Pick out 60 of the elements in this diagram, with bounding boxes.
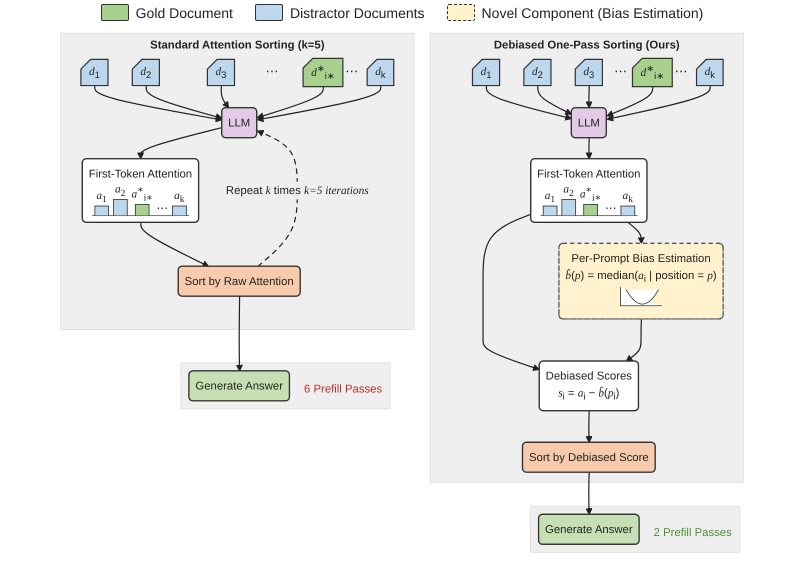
process-box [538,360,640,412]
dashed-arrow [256,130,298,268]
arrow [606,87,654,117]
document-card: d$_{1}$ [472,58,500,86]
arrow [137,127,222,160]
arrow [146,86,222,120]
process-box [530,158,648,223]
arrow [585,411,593,443]
document-card: d$_{k}$ [696,58,724,86]
box-title: First-Token Attention [88,166,192,180]
document-card: d$_{3}$ [574,58,603,86]
document-card: d$_{2}$ [523,58,552,86]
document-card: d$_{1}$ [80,58,109,86]
arrow [486,86,572,121]
ellipsis: ⋯ [674,66,688,79]
arrow [585,86,593,108]
bar-label: a$_{k}$ [174,190,185,206]
bar-label: a$_{k}$ [622,190,633,206]
process-box: Generate Answer [538,514,640,545]
ellipsis: ⋯ [156,202,168,216]
document-card: d$_{k}$ [366,58,394,86]
edge-label: Repeat k times k=5 iterations [226,182,369,200]
process-box: Generate Answer [188,370,290,402]
arrow [140,222,210,267]
formula: b̂(p) = median(a$_{i}$ | position = p) [565,268,717,282]
bar-label: a$_{1}$ [96,190,107,206]
arrow [256,86,382,122]
arrow [628,222,645,244]
ellipsis: ⋯ [345,66,358,79]
bar-label: a$_{1}$ [544,190,556,206]
legend-label: Novel Component (Bias Estimation) [482,4,704,20]
arrow [626,319,642,362]
arrow [256,87,324,120]
process-box: LLM [570,107,607,138]
bar-label: a$_{2}$ [563,184,574,199]
box-title: First-Token Attention [537,166,640,180]
legend-label: Gold Document [136,4,233,20]
bar-label: a$_{2}$ [114,184,126,199]
arrow [585,472,593,515]
arrow [94,86,222,122]
arrow [482,214,540,371]
process-box: LLM [221,107,258,138]
document-card: d$_{2}$ [132,58,160,86]
box-title: Debiased Scores [546,369,632,382]
arrow [585,138,593,160]
box-title: Per-Prompt Bias Estimation [571,252,711,264]
ellipsis: ⋯ [265,66,278,79]
arrow [236,296,244,372]
arrow [537,86,572,115]
arrow [220,86,230,108]
process-box [82,158,200,223]
formula: s$_{i}$ = a$_{i}$ − b̂(p$_{i}$) [558,386,620,400]
ellipsis: ⋯ [614,66,628,79]
dashed-box [558,242,724,320]
document-card: d$_{3}$ [206,58,236,86]
ellipsis: ⋯ [605,202,616,216]
process-box: Sort by Raw Attention [178,266,301,297]
process-box: Sort by Debiased Score [522,442,656,473]
legend-label: Distractor Documents [290,4,425,20]
arrow [606,86,711,122]
